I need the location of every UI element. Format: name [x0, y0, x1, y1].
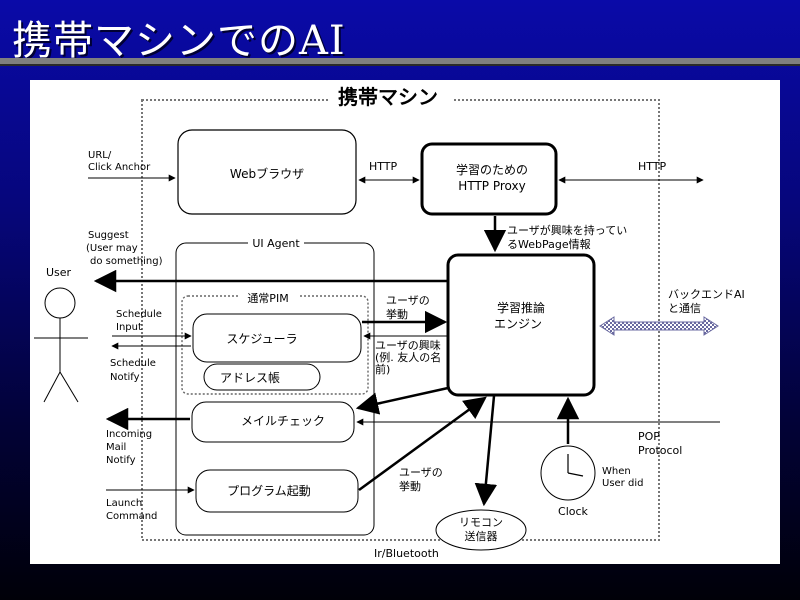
interest-name-label-1: ユーザの興味	[375, 339, 441, 352]
pop-label-1: POP	[638, 430, 660, 443]
schedule-input-label-1: Schedule	[116, 309, 162, 320]
machine-label: 携帯マシン	[338, 85, 438, 109]
suggest-label-1: Suggest	[88, 230, 129, 241]
http-proxy-label-2: HTTP Proxy	[458, 179, 525, 193]
backend-communication-arrow	[599, 316, 719, 336]
http-proxy-label-1: 学習のための	[456, 162, 528, 177]
pim-label: 通常PIM	[247, 292, 288, 305]
schedule-input-label-2: Input	[116, 322, 142, 333]
backend-label-1: バックエンドAI	[668, 288, 745, 301]
web-browser-label: Webブラウザ	[230, 166, 304, 181]
engine-mail-arrow	[355, 386, 449, 415]
clock-label: Clock	[558, 505, 589, 518]
interest-name-label-2: (例. 友人の名	[375, 350, 441, 364]
url-label-2: Click Anchor	[88, 162, 151, 173]
mail-check-box	[191, 401, 355, 443]
suggest-label-2: (User may	[86, 243, 138, 254]
http-left-label: HTTP	[369, 160, 398, 173]
remote-transmitter-label-2: 送信器	[465, 529, 498, 543]
user-figure	[34, 287, 88, 403]
incoming-label-2: Mail	[106, 442, 126, 453]
address-book-label: アドレス帳	[220, 371, 280, 385]
machine-boundary	[141, 99, 660, 541]
pim-label-bg	[238, 290, 300, 304]
launch-label-2: Command	[106, 511, 157, 522]
ir-bluetooth-label: Ir/Bluetooth	[374, 547, 439, 560]
remote-transmitter-label-1: リモコン	[459, 516, 503, 529]
scheduler-box	[192, 313, 362, 363]
launch-label-1: Launch	[106, 498, 142, 509]
incoming-label-1: Incoming	[106, 429, 152, 440]
http-right-label: HTTP	[638, 160, 667, 173]
architecture-diagram: 携帯マシン Webブラウザ 学習のための HTTP Proxy UI Agent…	[34, 84, 745, 560]
ui-agent-label: UI Agent	[252, 237, 300, 250]
schedule-notify-label-2: Notify	[110, 372, 140, 383]
url-label-1: URL/	[88, 150, 112, 161]
pop-label-2: Protocol	[638, 444, 682, 457]
inference-engine-label-1: 学習推論	[497, 300, 545, 315]
interest-name-label-3: 前)	[375, 362, 390, 376]
address-book-box	[203, 363, 321, 391]
clock-hand-hour	[567, 472, 584, 477]
scheduler-label: スケジューラ	[226, 332, 297, 346]
title-divider	[0, 58, 800, 64]
inference-engine-label-2: エンジン	[494, 317, 542, 331]
pim-area	[181, 295, 369, 395]
program-launcher-box	[195, 469, 359, 513]
behavior2-label-2: 挙動	[399, 479, 421, 493]
diagram-panel: 携帯マシン Webブラウザ 学習のための HTTP Proxy UI Agent…	[30, 80, 780, 564]
ui-agent-label-bg	[248, 236, 304, 250]
behavior2-label-1: ユーザの	[399, 466, 443, 479]
incoming-label-3: Notify	[106, 455, 136, 466]
behavior1-label-1: ユーザの	[386, 294, 430, 307]
schedule-notify-label-1: Schedule	[110, 358, 156, 369]
engine-remote-arrow	[474, 395, 498, 507]
launcher-engine-arrow	[358, 396, 487, 492]
remote-transmitter	[435, 509, 527, 551]
when-label-1: When	[602, 466, 631, 477]
when-label-2: User did	[602, 478, 643, 489]
web-browser-box	[177, 129, 357, 215]
mail-check-label: メイルチェック	[241, 414, 325, 428]
inference-engine-box	[446, 253, 596, 397]
user-label: User	[46, 266, 72, 279]
interest-label-2: るWebPage情報	[507, 238, 591, 251]
suggest-label-3: do something)	[90, 256, 163, 267]
interest-label-1: ユーザが興味を持ってい	[507, 223, 627, 237]
behavior1-label-2: 挙動	[386, 307, 408, 321]
http-proxy-box	[420, 142, 558, 216]
machine-label-bg	[330, 84, 452, 110]
title-divider-shadow	[0, 64, 800, 66]
backend-label-2: と通信	[668, 302, 701, 315]
program-launcher-label: プログラム起動	[227, 484, 311, 498]
slide-title: 携帯マシンでのAI	[12, 18, 346, 64]
